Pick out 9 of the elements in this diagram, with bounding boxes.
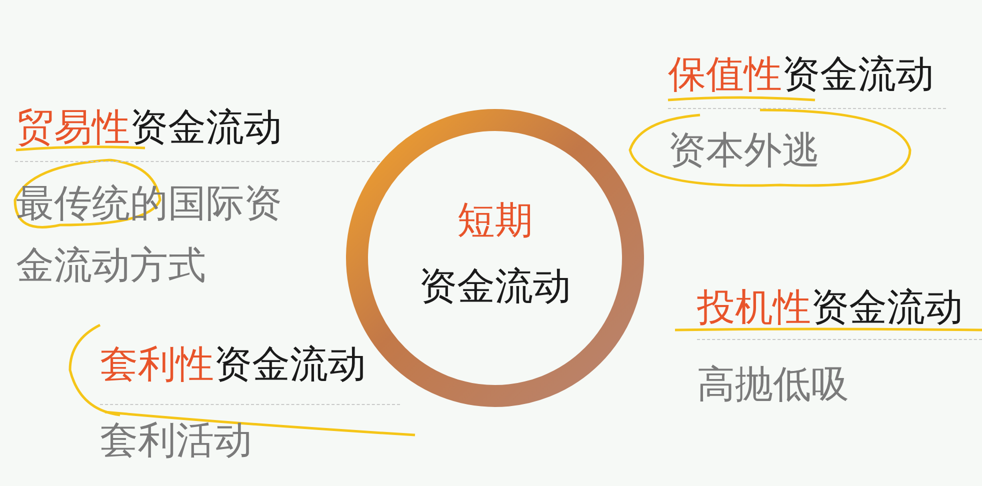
ring-subtitle: 资金流动 bbox=[418, 263, 572, 310]
description: 高抛低吸 bbox=[697, 361, 849, 408]
heading: 套利性资金流动 bbox=[100, 341, 366, 388]
heading: 贸易性资金流动 bbox=[16, 104, 282, 151]
description: 套利活动 bbox=[100, 417, 252, 464]
description: 资本外逃 bbox=[668, 127, 820, 174]
heading: 保值性资金流动 bbox=[668, 51, 934, 98]
heading: 投机性资金流动 bbox=[697, 284, 963, 331]
ring-title: 短期 bbox=[456, 197, 534, 244]
